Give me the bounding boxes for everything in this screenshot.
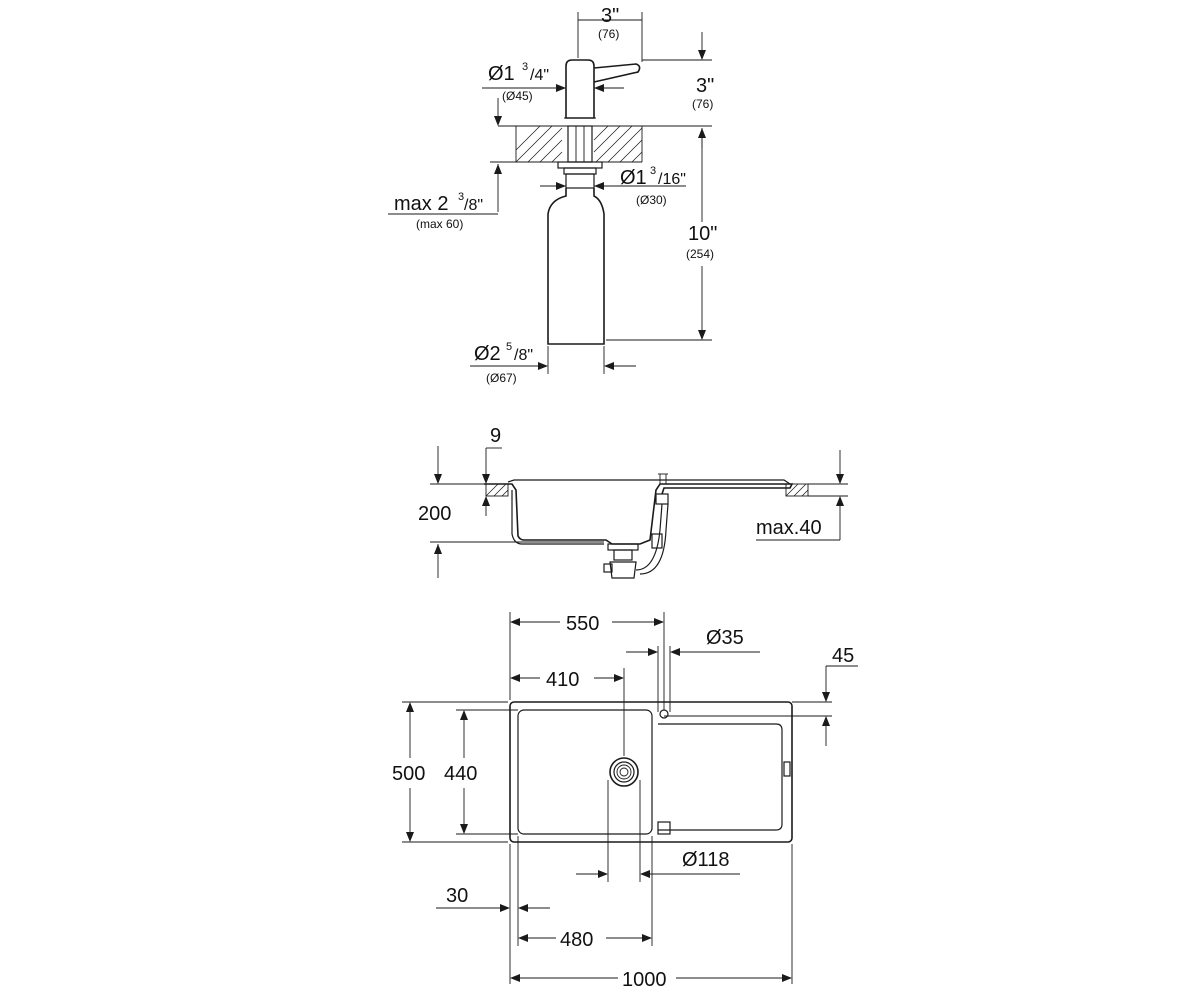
dim-1000: 1000	[510, 844, 793, 991]
shank-dia-num: 3	[650, 165, 656, 177]
collar-dia-den: /4"	[530, 67, 549, 84]
dim-max-counter: max.40	[756, 450, 848, 541]
dim-tap-hole: Ø35	[626, 627, 760, 712]
head-height-in: 3"	[696, 75, 714, 97]
dim-440-value: 440	[444, 763, 477, 785]
dim-collar-diameter: Ø1 3 /4" (Ø45)	[482, 61, 624, 103]
dim-30: 30	[436, 836, 550, 984]
dim-440: 440	[444, 709, 518, 835]
countertop-section	[498, 125, 643, 163]
dispenser-width-mm: (76)	[598, 27, 619, 41]
sink-outline	[509, 701, 793, 843]
dim-shank-diameter: Ø1 3 /16" (Ø30)	[540, 165, 686, 207]
rim-value: 9	[490, 425, 501, 447]
shank-dia-mm: (Ø30)	[636, 193, 667, 207]
sink-plan-view: 550 Ø35 45	[392, 612, 858, 991]
shank-dia-den: /16"	[658, 171, 686, 188]
dispenser-width-in: 3"	[601, 5, 619, 27]
dim-500: 500	[392, 701, 508, 843]
dim-dispenser-width: 3" (76)	[577, 5, 643, 62]
shank	[557, 125, 603, 189]
dim-480-value: 480	[560, 929, 593, 951]
sink-section-view: 9 200 max.40	[418, 425, 848, 579]
head-height-mm: (76)	[692, 97, 713, 111]
dim-500-value: 500	[392, 763, 425, 785]
dim-480: 480	[518, 836, 653, 951]
dim-1000-value: 1000	[622, 969, 667, 991]
tap-hole-value: Ø35	[706, 627, 744, 649]
collar-dia-whole: Ø1	[488, 63, 515, 85]
dim-410-value: 410	[546, 669, 579, 691]
waste-outlet	[609, 757, 639, 787]
sink-profile	[484, 473, 794, 579]
dim-550: 550	[509, 612, 665, 710]
waste-dia-value: Ø118	[682, 849, 729, 871]
dim-bottle-diameter: Ø2 5 /8" (Ø67)	[470, 341, 636, 385]
dim-head-height: 3" (76)	[642, 32, 714, 148]
dim-total-length: 10" (254)	[606, 125, 717, 341]
collar-dia-num: 3	[522, 61, 528, 73]
dim-550-value: 550	[566, 613, 599, 635]
max-thickness-den: /8"	[464, 197, 483, 214]
bottle-dia-den: /8"	[514, 347, 533, 364]
dim-max-thickness: max 2 3 /8" (max 60)	[388, 98, 516, 231]
total-length-mm: (254)	[686, 247, 714, 261]
counter-left	[485, 483, 509, 497]
bottle-dia-whole: Ø2	[474, 343, 501, 365]
shank-dia-whole: Ø1	[620, 167, 647, 189]
bottle-dia-num: 5	[506, 341, 512, 353]
bottle	[547, 187, 605, 345]
max-thickness-num: 3	[458, 191, 464, 203]
total-length-in: 10"	[688, 223, 717, 245]
soap-dispenser-view: 3" (76) 3" (76) Ø1 3 /4" (Ø45)	[388, 5, 717, 385]
dim-rim: 9	[482, 425, 502, 516]
counter-right	[785, 483, 809, 497]
max-thickness-mm: (max 60)	[416, 217, 463, 231]
max-counter-value: max.40	[756, 517, 822, 539]
max-thickness-whole: max 2	[394, 193, 448, 215]
bottle-dia-mm: (Ø67)	[486, 371, 517, 385]
dim-410: 410	[510, 668, 625, 756]
collar-dia-mm: (Ø45)	[502, 89, 533, 103]
dim-45: 45	[664, 645, 858, 746]
dim-waste-diameter: Ø118	[576, 780, 740, 882]
pump-head	[564, 59, 641, 127]
depth-value: 200	[418, 503, 451, 525]
dim-depth: 200	[418, 446, 604, 578]
dim-30-value: 30	[446, 885, 468, 907]
dim-45-value: 45	[832, 645, 854, 667]
